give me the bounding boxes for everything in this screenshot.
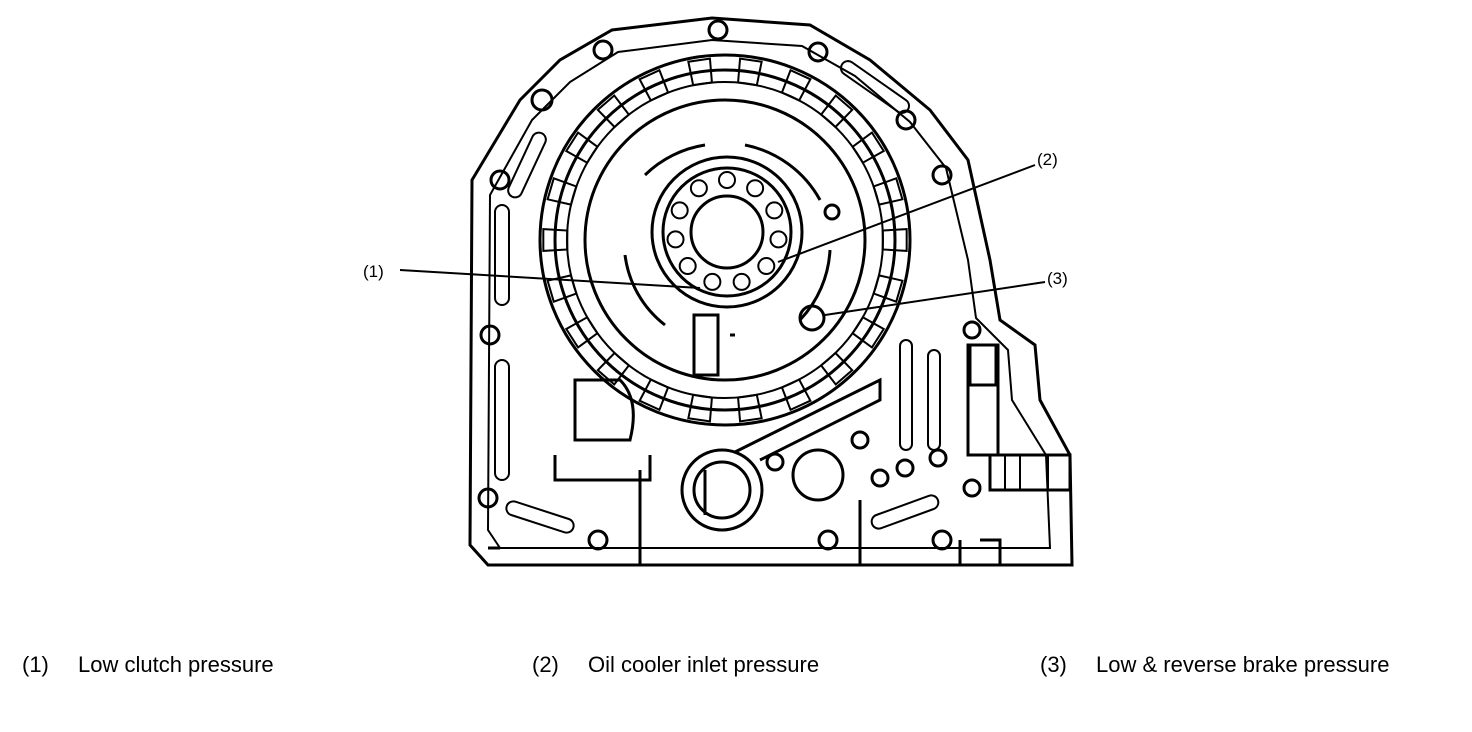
legend-text: Oil cooler inlet pressure [588,652,820,677]
hub-holes [666,171,788,291]
hub-hole [666,230,685,249]
lower-boss [553,313,882,532]
bolt-holes [477,19,982,551]
clutch-tooth [638,378,670,412]
clutch-teeth [542,57,908,423]
hub-hole [732,272,751,291]
clutch-tooth [638,68,670,102]
clutch-tooth [872,177,904,206]
clutch-tooth [736,393,763,423]
clutch-tooth [736,57,763,87]
clutch-tooth [687,57,714,87]
legend-item-2: (2) Oil cooler inlet pressure [532,652,819,678]
legend-text: Low & reverse brake pressure [1096,652,1390,677]
legend-text: Low clutch pressure [78,652,274,677]
hub-hole [689,179,708,198]
port-3-hole [798,304,826,332]
callout-1: (1) [363,262,384,281]
leader-lines [399,164,1046,316]
legend-item-1: (1) Low clutch pressure [22,652,274,678]
bottom-flange [488,470,1072,567]
hub-hole [703,272,722,291]
hub [650,155,804,309]
oil-passages [494,60,941,534]
hub-hole [757,257,776,276]
hub-hole [765,201,784,220]
inner-arc-slots [623,143,832,337]
clutch-tooth [542,228,569,252]
case-inner-outline [486,38,1052,549]
clutch-tooth [819,94,854,129]
transmission-case-diagram: (1) (2) (3) [363,16,1074,567]
clutch-tooth [780,378,812,412]
clutch-tooth [564,131,599,165]
hub-hole [769,230,788,249]
hub-hole [746,179,765,198]
callout-3: (3) [1047,269,1068,288]
clutch-tooth [546,177,578,206]
legend-number: (1) [22,652,49,677]
clutch-tooth [881,228,908,252]
hub-hole [718,171,736,189]
clutch-drum [538,53,912,427]
clutch-tooth [564,315,599,349]
clutch-tooth [872,274,904,303]
clutch-tooth [819,351,854,386]
clutch-tooth [851,315,886,349]
clutch-tooth [851,131,886,165]
port-small-hole [823,203,841,221]
legend-number: (3) [1040,652,1067,677]
clutch-tooth [687,393,714,423]
clutch-tooth [780,68,812,102]
hub-hole [670,201,689,220]
case-outline [468,16,1074,567]
legend-item-3: (3) Low & reverse brake pressure [1040,652,1389,678]
clutch-tooth [596,351,631,386]
clutch-tooth [596,94,631,129]
side-fitting [958,343,1072,565]
callout-2: (2) [1037,150,1058,169]
clutch-tooth [546,274,578,303]
legend-number: (2) [532,652,559,677]
hub-hole [678,257,697,276]
